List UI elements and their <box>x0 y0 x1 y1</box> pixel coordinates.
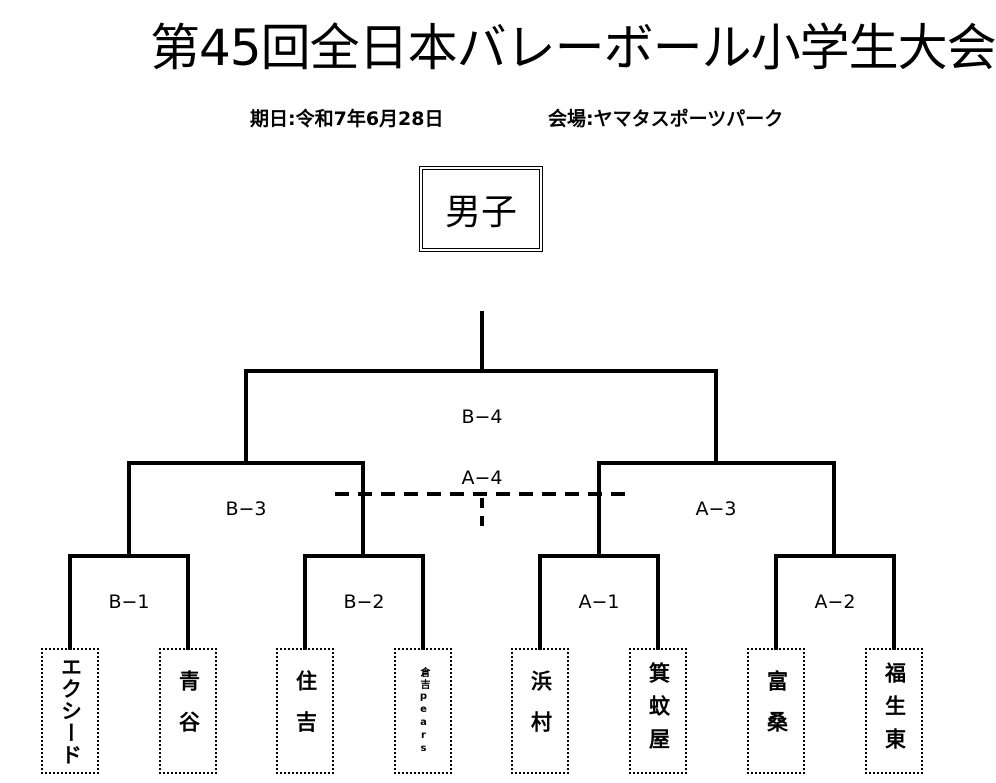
category-label: 男子 <box>419 166 543 252</box>
team-box: 富桑 <box>747 648 805 774</box>
team-box: 浜村 <box>511 648 569 774</box>
page-title: 第45回全日本バレーボール小学生大会 <box>150 19 996 77</box>
match-label-b4: B−4 <box>461 406 503 428</box>
match-label-b2: B−2 <box>343 591 385 613</box>
team-name: 倉吉pears <box>418 666 429 756</box>
match-label-b3: B−3 <box>225 498 267 520</box>
team-name: 福生東 <box>882 661 907 761</box>
match-label-a1: A−1 <box>578 591 620 613</box>
team-name: 青谷 <box>176 670 201 752</box>
match-label-a3: A−3 <box>695 498 737 520</box>
event-venue: 会場:ヤマタスポーツパーク <box>548 108 784 130</box>
team-name: エクシード <box>58 656 83 766</box>
team-box: 住吉 <box>276 648 334 774</box>
team-name: 住吉 <box>293 670 318 752</box>
team-name: 箕蚊屋 <box>646 661 671 761</box>
team-name: 浜村 <box>528 670 553 752</box>
event-date: 期日:令和7年6月28日 <box>250 108 444 130</box>
team-box: 福生東 <box>865 648 923 774</box>
team-box: エクシード <box>41 648 99 774</box>
match-label-a4: A−4 <box>461 467 503 489</box>
match-label-b1: B−1 <box>108 591 150 613</box>
team-name: 富桑 <box>764 670 789 752</box>
team-box: 倉吉pears <box>394 648 452 774</box>
tournament-bracket <box>68 311 896 650</box>
team-box: 箕蚊屋 <box>629 648 687 774</box>
match-label-a2: A−2 <box>814 591 856 613</box>
team-box: 青谷 <box>159 648 217 774</box>
